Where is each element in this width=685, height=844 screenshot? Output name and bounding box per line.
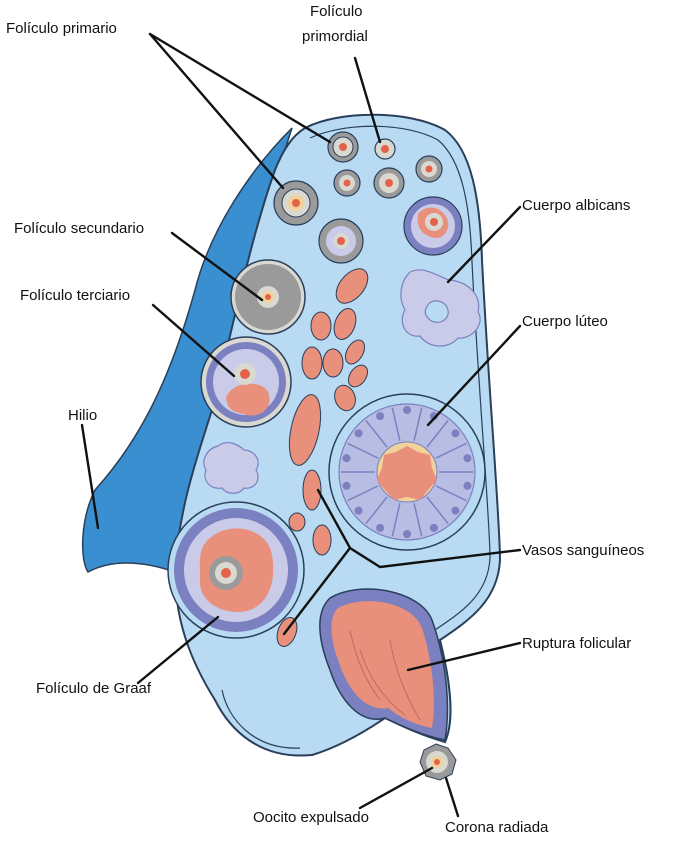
label-foliculo-de-graaf: Folículo de Graaf — [36, 680, 152, 697]
luteal-lobe — [451, 429, 459, 437]
label-foliculo-secundario: Folículo secundario — [14, 220, 144, 237]
label-foliculo-terciario: Folículo terciario — [20, 287, 130, 304]
primary-follicle-left — [274, 181, 318, 225]
label-cuerpo-luteo: Cuerpo lúteo — [522, 313, 608, 330]
luteal-lobe — [451, 507, 459, 515]
luteal-lobe — [355, 507, 363, 515]
luteal-lobe — [430, 524, 438, 532]
luteal-lobe — [343, 482, 351, 490]
corpus-luteum — [329, 394, 485, 550]
label-ruptura-folicular: Ruptura folicular — [522, 635, 631, 652]
label-cuerpo-albicans: Cuerpo albicans — [522, 197, 630, 214]
label-corona-radiada: Corona radiada — [445, 819, 549, 836]
luteal-lobe — [355, 429, 363, 437]
luteal-lobe — [463, 482, 471, 490]
luteal-lobe — [343, 454, 351, 462]
label-vasos-sanguineos: Vasos sanguíneos — [522, 542, 644, 559]
luteal-lobe — [376, 524, 384, 532]
luteal-lobe — [403, 530, 411, 538]
label-foliculo-primordial-2: primordial — [302, 28, 368, 45]
label-oocito-expulsado: Oocito expulsado — [253, 809, 369, 826]
luteal-lobe — [376, 412, 384, 420]
primary-follicle-top — [328, 132, 358, 162]
follicle-upper-right — [404, 197, 462, 255]
graafian-follicle — [168, 502, 304, 638]
early-secondary-follicle — [319, 219, 363, 263]
label-foliculo-primordial-1: Folículo — [310, 3, 363, 20]
luteal-lobe — [463, 454, 471, 462]
secondary-follicle — [231, 260, 305, 334]
tertiary-follicle — [201, 337, 291, 427]
luteal-lobe — [403, 406, 411, 414]
label-foliculo-primario: Folículo primario — [6, 20, 117, 37]
expelled-oocyte — [420, 744, 456, 780]
label-hilio: Hilio — [68, 407, 97, 424]
primordial-follicle-top — [375, 139, 395, 159]
